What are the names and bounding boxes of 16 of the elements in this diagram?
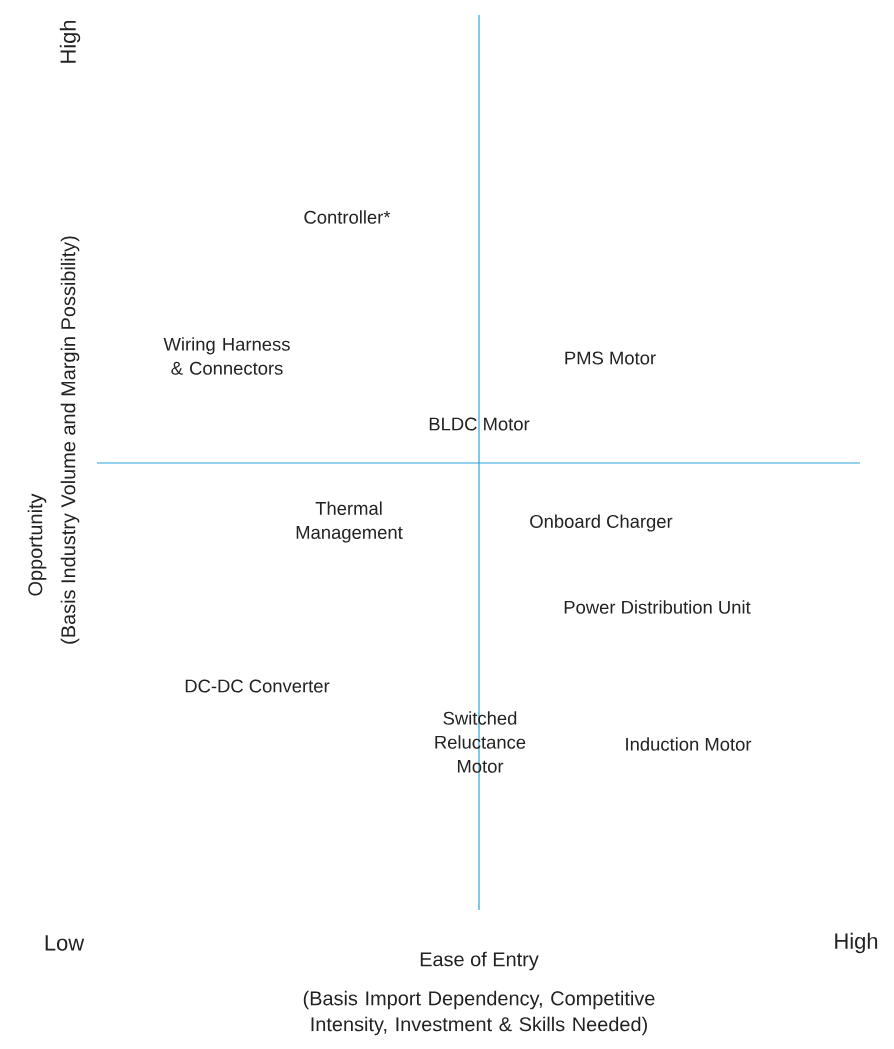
item-label: DC-DC Converter	[185, 679, 330, 693]
axis-subtitle: (Basis Import Dependency, Competitive Intensity, Investment & Skills Needed)	[303, 990, 655, 1036]
item-label: Controller*	[304, 210, 391, 224]
item-label: Onboard Charger	[530, 514, 673, 532]
item-label: Induction Motor	[626, 737, 752, 751]
axis-title: Opportunity	[27, 493, 47, 596]
item-label: Thermal Management	[296, 501, 403, 543]
axis-end-label: High	[835, 932, 878, 954]
item-label: BLDC Motor	[429, 417, 530, 431]
axis-subtitle: (Basis Industry Volume and Margin Possibility)	[60, 236, 80, 644]
axis-end-label: Low	[45, 935, 85, 951]
item-label: Power Distribution Unit	[564, 600, 751, 614]
item-label: Wiring Harness & Connectors	[163, 337, 290, 375]
axis-end-label: High	[59, 20, 81, 63]
axis-title: Ease of Entry	[420, 951, 539, 971]
item-label: PMS Motor	[565, 351, 656, 365]
